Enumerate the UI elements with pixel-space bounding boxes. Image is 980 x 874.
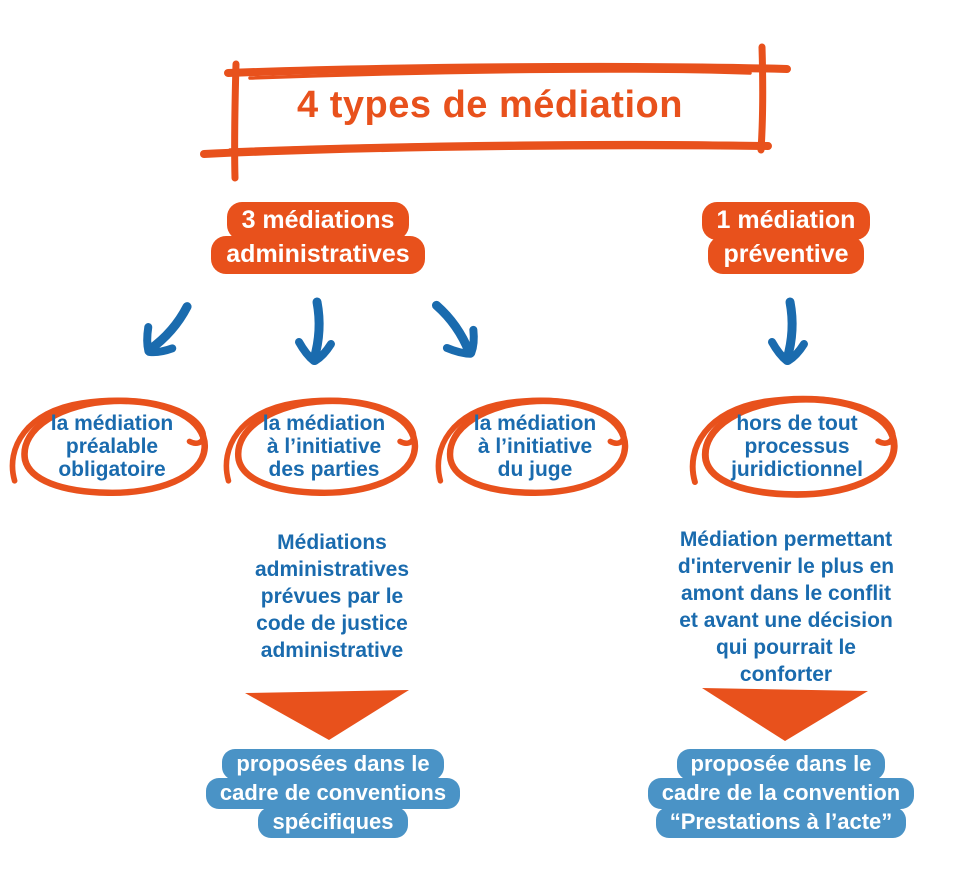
badge-text: préventive xyxy=(708,236,864,274)
oval-label-line: du juge xyxy=(497,457,573,481)
oval-label-line: obligatoire xyxy=(58,457,166,481)
oval-label-line: la médiation xyxy=(50,411,174,435)
page-title: 4 types de médiation xyxy=(297,84,683,126)
badge-line: 1 médiation xyxy=(666,202,906,240)
description-line: Médiations xyxy=(277,531,387,554)
oval-label-line: la médiation xyxy=(473,411,597,435)
oval-mediation-prealable: la médiation préalable obligatoire xyxy=(8,391,216,501)
result-line: “Prestations à l’acte” xyxy=(631,807,931,838)
arrow-down-right-icon xyxy=(431,300,478,358)
title-frame-sketch-icon xyxy=(200,43,791,182)
badge-mediation-preventive: 1 médiation préventive xyxy=(666,202,906,274)
description-line: qui pourrait le xyxy=(715,636,856,659)
description-line: code de justice xyxy=(256,612,408,635)
badge-line: préventive xyxy=(666,236,906,274)
description-line: prévues par le xyxy=(260,585,404,608)
result-box-prestations: proposée dans le cadre de la convention … xyxy=(631,749,931,838)
oval-initiative-parties: la médiation à l’initiative des parties xyxy=(222,391,426,501)
arrow-down-icon xyxy=(295,297,335,365)
result-box-conventions: proposées dans le cadre de conventions s… xyxy=(183,749,483,838)
result-text: cadre de conventions xyxy=(205,778,461,809)
result-text: spécifiques xyxy=(258,807,408,838)
oval-label: hors de tout processus juridictionnel xyxy=(731,412,863,481)
oval-label-line: à l’initiative xyxy=(266,434,382,458)
down-triangle-icon xyxy=(702,688,868,741)
description-preventive: Médiation permettant d'intervenir le plu… xyxy=(656,526,916,688)
oval-label: la médiation à l’initiative des parties xyxy=(263,412,386,481)
description-administrative: Médiations administratives prévues par l… xyxy=(212,529,452,664)
result-text: proposée dans le xyxy=(676,749,886,780)
description-line: et avant une décision xyxy=(679,609,893,632)
badge-text: 3 médiations xyxy=(226,202,410,240)
oval-label: la médiation préalable obligatoire xyxy=(51,412,174,481)
description-line: conforter xyxy=(739,663,833,686)
oval-label-line: des parties xyxy=(268,457,380,481)
badge-line: administratives xyxy=(198,236,438,274)
oval-initiative-juge: la médiation à l’initiative du juge xyxy=(434,391,636,501)
oval-hors-processus: hors de tout processus juridictionnel xyxy=(688,389,906,503)
oval-label-line: la médiation xyxy=(262,411,386,435)
sketch-ellipse-icon xyxy=(689,395,898,498)
result-line: proposée dans le xyxy=(631,749,931,780)
description-line: Médiation permettant xyxy=(679,528,893,551)
result-text: cadre de la convention xyxy=(647,778,915,809)
badge-text: administratives xyxy=(211,236,425,274)
oval-label-line: processus xyxy=(744,434,850,458)
down-triangle-icon xyxy=(245,690,409,740)
description-line: d'intervenir le plus en xyxy=(677,555,895,578)
description-line: administratives xyxy=(254,558,410,581)
badge-mediations-administratives: 3 médiations administratives xyxy=(198,202,438,274)
badge-text: 1 médiation xyxy=(701,202,871,240)
arrow-down-left-icon xyxy=(143,302,192,357)
sketch-ellipse-icon xyxy=(9,397,208,496)
result-line: spécifiques xyxy=(183,807,483,838)
description-line: amont dans le conflit xyxy=(680,582,892,605)
sketch-ellipse-icon xyxy=(223,397,419,496)
badge-line: 3 médiations xyxy=(198,202,438,240)
oval-label: la médiation à l’initiative du juge xyxy=(474,412,597,481)
sketch-ellipse-icon xyxy=(435,397,629,496)
arrow-down-icon xyxy=(768,297,808,365)
oval-label-line: à l’initiative xyxy=(477,434,593,458)
result-line: cadre de conventions xyxy=(183,778,483,809)
result-line: proposées dans le xyxy=(183,749,483,780)
description-line: administrative xyxy=(260,639,404,662)
result-line: cadre de la convention xyxy=(631,778,931,809)
oval-label-line: juridictionnel xyxy=(731,457,863,481)
result-text: proposées dans le xyxy=(222,749,444,780)
result-text: “Prestations à l’acte” xyxy=(655,807,907,838)
oval-label-line: préalable xyxy=(65,434,159,458)
oval-label-line: hors de tout xyxy=(736,411,858,435)
